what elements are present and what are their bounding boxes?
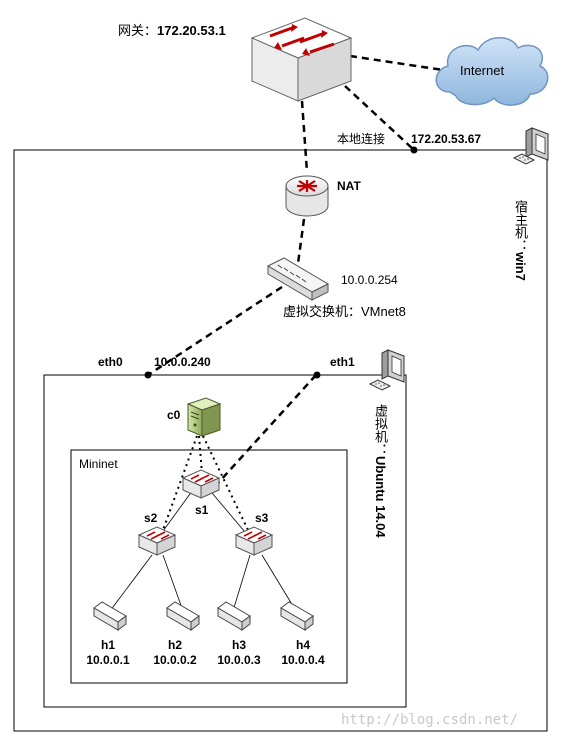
switch-s2-label: s2 <box>144 511 158 525</box>
host-h3-ip: 10.0.0.3 <box>217 653 261 667</box>
vm-label: 虚拟机：Ubuntu 14.04 <box>373 404 388 538</box>
vm-pc-icon[interactable] <box>368 349 405 391</box>
gateway-label-text: 网关： <box>118 23 158 38</box>
host-h1-name: h1 <box>100 638 115 652</box>
switch-s1-label: s1 <box>195 503 209 517</box>
watermark: http://blog.csdn.net/ <box>341 712 519 728</box>
internet-cloud-icon[interactable] <box>435 37 549 106</box>
eth0-ip: 10.0.0.240 <box>154 355 211 369</box>
link-gateway-nat <box>300 100 309 173</box>
host-h4-name: h4 <box>295 638 310 652</box>
junction-dots <box>144 146 418 379</box>
link-eth1-s1 <box>209 374 317 493</box>
host-h1-label: h1 10.0.0.1 <box>68 638 148 668</box>
switch-s3-icon[interactable] <box>234 526 274 556</box>
nat-router-icon[interactable] <box>285 175 329 217</box>
host-label-text: 宿主机： <box>513 200 528 252</box>
host-h2-name: h2 <box>167 638 182 652</box>
vswitch-ip: 10.0.0.254 <box>341 273 398 287</box>
vmnet8-switch-icon[interactable] <box>266 257 330 301</box>
controller-label: c0 <box>167 408 181 422</box>
switch-s1-icon[interactable] <box>181 469 221 499</box>
mininet-boundary <box>70 449 348 684</box>
gateway-switch-icon[interactable] <box>250 17 353 102</box>
host-h1-ip: 10.0.0.1 <box>86 653 130 667</box>
gateway-ip: 172.20.53.1 <box>157 23 226 38</box>
link-gateway-hostnic <box>344 85 415 151</box>
host-h3-name: h3 <box>231 638 246 652</box>
host-pc-icon[interactable] <box>512 127 549 165</box>
mininet-links <box>109 486 297 612</box>
host-h1-icon[interactable] <box>93 601 127 631</box>
host-machine-label: 宿主机：win7 <box>513 200 528 281</box>
host-h2-label: h2 10.0.0.2 <box>135 638 215 668</box>
eth0-label: eth0 <box>98 355 123 369</box>
vm-boundary <box>43 374 407 708</box>
mininet-label: Mininet <box>79 457 118 471</box>
host-h2-ip: 10.0.0.2 <box>153 653 197 667</box>
switch-s3-label: s3 <box>255 511 269 525</box>
host-h4-icon[interactable] <box>280 601 314 631</box>
host-h4-ip: 10.0.0.4 <box>281 653 325 667</box>
link-vswitch-eth0 <box>147 285 283 377</box>
host-h3-label: h3 10.0.0.3 <box>199 638 279 668</box>
link-gateway-internet <box>349 54 444 72</box>
local-connection-ip: 172.20.53.67 <box>411 132 482 146</box>
host-h4-label: h4 10.0.0.4 <box>263 638 343 668</box>
host-os: win7 <box>513 252 528 281</box>
internet-label: Internet <box>460 63 505 78</box>
vm-label-text: 虚拟机： <box>373 404 388 456</box>
eth1-label: eth1 <box>330 355 355 369</box>
vswitch-label: 虚拟交换机：VMnet8 <box>283 304 406 319</box>
host-h2-icon[interactable] <box>166 601 200 631</box>
gateway-label: 网关：172.20.53.1 <box>118 24 226 38</box>
link-nat-vswitch <box>295 218 306 272</box>
local-connection-label: 本地连接 <box>337 132 386 146</box>
vm-os: Ubuntu 14.04 <box>373 456 388 538</box>
network-links <box>147 54 444 493</box>
switch-s2-icon[interactable] <box>137 526 177 556</box>
host-h3-icon[interactable] <box>217 601 251 631</box>
nat-label: NAT <box>337 179 361 193</box>
controller-links <box>162 435 249 531</box>
controller-server-icon[interactable] <box>186 397 222 437</box>
host-machine-boundary <box>13 149 548 732</box>
